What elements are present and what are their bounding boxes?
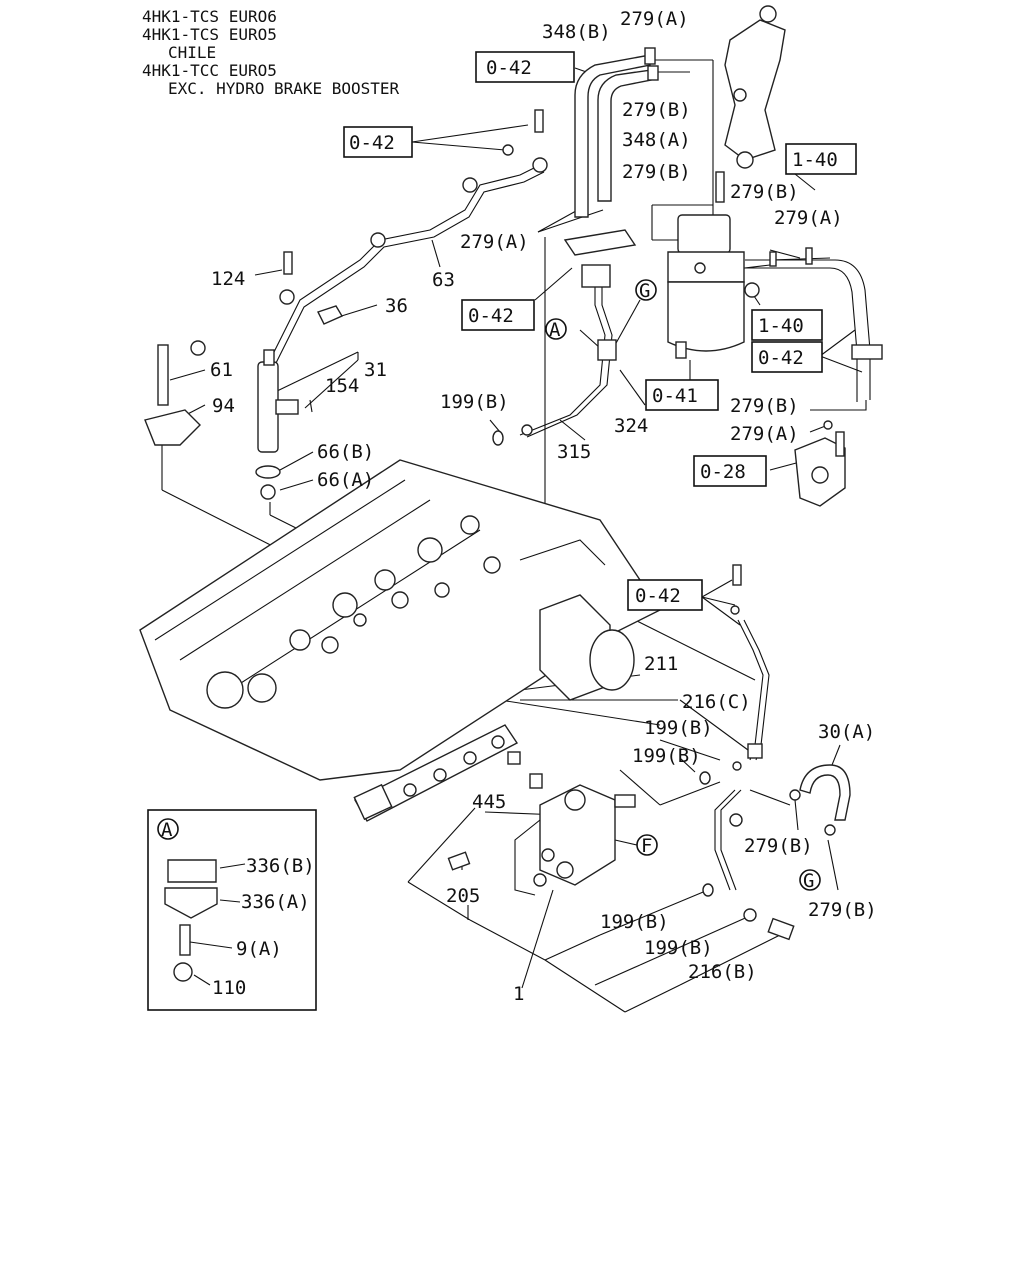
callout-f-label: F — [641, 835, 652, 857]
header-line-5: EXC. HYDRO BRAKE BOOSTER — [168, 79, 400, 98]
label-279a-4: 279(A) — [730, 423, 799, 445]
label-36: 36 — [385, 295, 408, 317]
ref-140-mid: 1-40 — [758, 315, 804, 337]
right-hoses — [745, 247, 883, 411]
injector-31 — [255, 349, 313, 500]
label-199b-2: 199(B) — [644, 717, 713, 739]
label-279b-2: 279(B) — [622, 161, 691, 183]
label-30a: 30(A) — [818, 721, 875, 743]
label-199b-1: 199(B) — [440, 391, 509, 413]
header-line-2: 4HK1-TCS EURO5 — [142, 25, 277, 44]
label-279b-5: 279(B) — [744, 835, 813, 857]
filter-bracket — [715, 5, 786, 203]
callout-g-bottom: G — [799, 869, 821, 892]
label-110: 110 — [212, 977, 246, 999]
label-94: 94 — [212, 395, 235, 417]
label-216b: 216(B) — [688, 961, 757, 983]
header-line-4: 4HK1-TCC EURO5 — [142, 61, 277, 80]
label-315: 315 — [557, 441, 591, 463]
label-205: 205 — [446, 885, 480, 907]
cylinder-head — [139, 459, 662, 781]
ref-box-042-right[interactable]: 0-42 — [751, 341, 823, 373]
label-445: 445 — [472, 791, 506, 813]
label-348b: 348(B) — [542, 21, 611, 43]
ref-042-bolt: 0-42 — [349, 132, 395, 154]
label-336b: 336(B) — [246, 855, 315, 877]
ref-box-041[interactable]: 0-41 — [645, 379, 719, 411]
callout-a-label: A — [549, 319, 561, 341]
label-336a: 336(A) — [241, 891, 310, 913]
model-header: 4HK1-TCS EURO6 4HK1-TCS EURO5 CHILE 4HK1… — [142, 7, 400, 98]
clamp-stud — [144, 344, 201, 446]
label-199b-4: 199(B) — [600, 911, 669, 933]
label-66a: 66(A) — [317, 469, 374, 491]
leader-lines — [161, 59, 863, 1013]
label-9a: 9(A) — [236, 938, 282, 960]
ref-box-042-top[interactable]: 0-42 — [475, 51, 575, 83]
common-rail — [353, 724, 543, 822]
callout-g-bottom-label: G — [803, 870, 814, 892]
ref-140-top: 1-40 — [792, 149, 838, 171]
part-labels: 348(B) 279(A) 279(B) 348(A) 279(B) 279(B… — [210, 8, 877, 1005]
ref-box-140-top[interactable]: 1-40 — [785, 143, 857, 175]
label-1: 1 — [513, 983, 524, 1005]
callout-g-top: G — [635, 279, 657, 302]
ref-box-042-bolt[interactable]: 0-42 — [343, 126, 413, 158]
ref-box-140-mid[interactable]: 1-40 — [751, 309, 823, 341]
inset-title: A — [161, 819, 173, 841]
label-279b-4: 279(B) — [730, 395, 799, 417]
label-199b-5: 199(B) — [644, 937, 713, 959]
label-211: 211 — [644, 653, 678, 675]
fuel-filter — [651, 204, 760, 359]
pump-housing-028 — [794, 420, 846, 507]
ref-box-042-low[interactable]: 0-42 — [627, 579, 703, 611]
ref-box-028[interactable]: 0-28 — [693, 455, 767, 487]
label-279b-1: 279(B) — [622, 99, 691, 121]
supply-pump — [447, 784, 636, 896]
label-216c: 216(C) — [682, 691, 751, 713]
label-324: 324 — [614, 415, 648, 437]
label-279b-6: 279(B) — [808, 899, 877, 921]
hose-30a — [789, 764, 851, 836]
return-hose-348 — [574, 47, 659, 218]
label-279a-1: 279(A) — [620, 8, 689, 30]
return-pipe-63 — [190, 109, 548, 368]
label-279a-3: 279(A) — [460, 231, 529, 253]
callout-g-top-label: G — [639, 280, 650, 302]
label-199b-3: 199(B) — [632, 745, 701, 767]
label-63: 63 — [432, 269, 455, 291]
inset-a-parts — [164, 859, 246, 986]
label-279a-2: 279(A) — [774, 207, 843, 229]
ref-042-top: 0-42 — [486, 57, 532, 79]
label-61: 61 — [210, 359, 233, 381]
label-124: 124 — [211, 268, 245, 290]
label-279b-3: 279(B) — [730, 181, 799, 203]
feed-pipe-315 — [492, 229, 637, 446]
ref-box-042-mid[interactable]: 0-42 — [461, 299, 535, 331]
header-line-3: CHILE — [168, 43, 216, 62]
label-31: 31 — [364, 359, 387, 381]
header-line-1: 4HK1-TCS EURO6 — [142, 7, 277, 26]
ref-042-low: 0-42 — [635, 585, 681, 607]
ref-041: 0-41 — [652, 385, 698, 407]
inset-box-a: A 336(B) 336(A) 9(A) 110 — [147, 809, 317, 1011]
label-348a: 348(A) — [622, 129, 691, 151]
pipe-216 — [699, 564, 795, 941]
label-154: 154 — [325, 375, 359, 397]
label-66b: 66(B) — [317, 441, 374, 463]
ref-042-mid: 0-42 — [468, 305, 514, 327]
callout-f: F — [636, 834, 658, 857]
ref-042-right: 0-42 — [758, 347, 804, 369]
callout-a-main: A — [545, 318, 567, 341]
ref-028: 0-28 — [700, 461, 746, 483]
